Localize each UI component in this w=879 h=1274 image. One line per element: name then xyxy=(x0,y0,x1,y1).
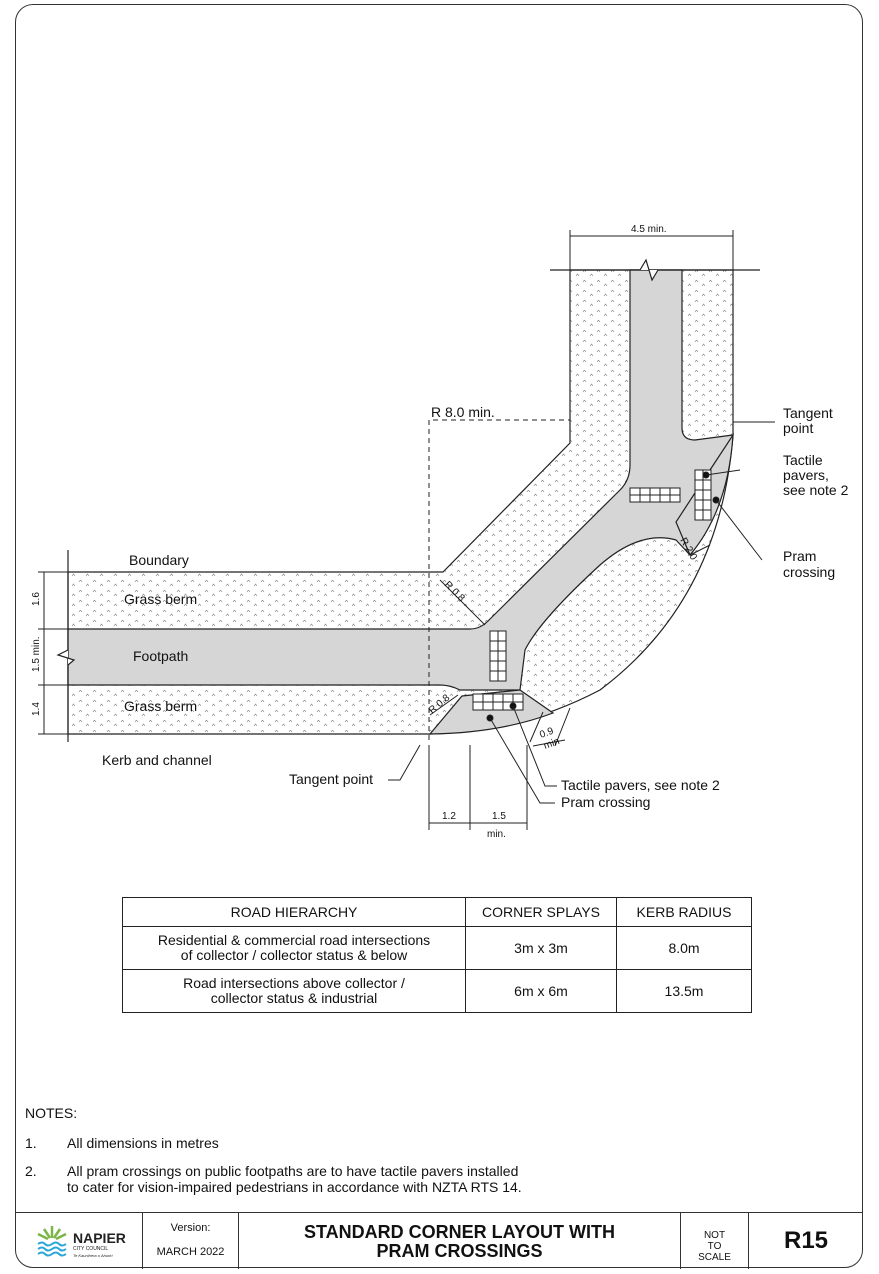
logo-tagline: Te Kaunihera o Ahuriri xyxy=(73,1253,113,1258)
cell-radius: 8.0m xyxy=(616,926,752,970)
note-item: 1. All dimensions in metres xyxy=(25,1135,725,1151)
dim-berm-bottom: 1.4 xyxy=(31,702,42,716)
dim-offset-b: 1.5 xyxy=(492,811,506,822)
note-text: All dimensions in metres xyxy=(67,1135,219,1151)
header-corner-splays: CORNER SPLAYS xyxy=(465,897,617,927)
title-block: NAPIER CITY COUNCIL Te Kaunihera o Ahuri… xyxy=(15,1212,863,1269)
notes-heading: NOTES: xyxy=(25,1105,78,1121)
road-hierarchy-table: ROAD HIERARCHY CORNER SPLAYS KERB RADIUS… xyxy=(122,897,752,1013)
label-pram-right-2: crossing xyxy=(783,564,835,580)
note-text-2: to cater for vision-impaired pedestrians… xyxy=(67,1179,522,1195)
note-number: 1. xyxy=(25,1135,37,1151)
label-boundary: Boundary xyxy=(129,552,189,568)
header-kerb-radius: KERB RADIUS xyxy=(616,897,752,927)
cell-hierarchy: Road intersections above collector /coll… xyxy=(122,969,466,1013)
logo-name: NAPIER xyxy=(73,1230,126,1246)
label-grass-berm-bottom: Grass berm xyxy=(124,698,197,714)
dim-splay: 0.9 xyxy=(538,726,555,741)
dim-splay-min: min xyxy=(542,736,561,752)
label-tangent-point-right: Tangent xyxy=(783,405,833,421)
table-row: Residential & commercial road intersecti… xyxy=(122,926,752,970)
version-value: MARCH 2022 xyxy=(156,1246,225,1258)
note-number: 2. xyxy=(25,1163,37,1179)
cell-hierarchy: Residential & commercial road intersecti… xyxy=(122,926,466,970)
note-item: 2. All pram crossings on public footpath… xyxy=(25,1163,725,1195)
label-grass-berm-top: Grass berm xyxy=(124,591,197,607)
notes-section: NOTES: 1. All dimensions in metres 2. Al… xyxy=(25,1105,725,1207)
drawing-number: R15 xyxy=(783,1227,829,1254)
napier-logo-icon xyxy=(37,1226,67,1257)
cell-splays: 3m x 3m xyxy=(465,926,617,970)
sheet-frame xyxy=(15,4,863,1268)
label-tangent-point-bottom: Tangent point xyxy=(289,771,373,787)
label-pram-bottom: Pram crossing xyxy=(561,794,650,810)
version-cell: Version: MARCH 2022 xyxy=(142,1213,238,1269)
label-tactile-right-2: pavers, xyxy=(783,467,829,483)
dim-berm-top: 1.6 xyxy=(31,592,42,606)
tactile-paver-grid-1 xyxy=(629,487,681,503)
label-tactile-right: Tactile xyxy=(783,452,823,468)
label-tactile-bottom: Tactile pavers, see note 2 xyxy=(561,777,720,793)
note-text: All pram crossings on public footpaths a… xyxy=(67,1163,519,1179)
logo-cell: NAPIER CITY COUNCIL Te Kaunihera o Ahuri… xyxy=(15,1213,142,1269)
cell-radius: 13.5m xyxy=(616,969,752,1013)
dim-width-top: 4.5 min. xyxy=(631,224,667,235)
dim-offset-min: min. xyxy=(487,829,506,840)
logo-sub: CITY COUNCIL xyxy=(73,1246,109,1252)
label-tactile-right-3: see note 2 xyxy=(783,482,849,498)
table-row: Road intersections above collector /coll… xyxy=(122,969,752,1013)
label-footpath: Footpath xyxy=(133,648,188,664)
label-kerb-and-channel: Kerb and channel xyxy=(102,752,212,768)
label-radius-main: R 8.0 min. xyxy=(431,404,495,420)
version-label: Version: xyxy=(170,1222,211,1234)
label-tangent-point-right-2: point xyxy=(783,420,813,436)
drawing-number-cell: R15 xyxy=(748,1213,863,1269)
cell-splays: 6m x 6m xyxy=(465,969,617,1013)
header-road-hierarchy: ROAD HIERARCHY xyxy=(122,897,466,927)
label-pram-right: Pram xyxy=(783,548,816,564)
table-header-row: ROAD HIERARCHY CORNER SPLAYS KERB RADIUS xyxy=(122,897,752,927)
tactile-paver-grid-3 xyxy=(489,630,507,682)
tactile-paver-grid-2 xyxy=(694,469,712,521)
dim-footpath-width: 1.5 min. xyxy=(31,636,42,672)
dim-offset-a: 1.2 xyxy=(442,811,456,822)
